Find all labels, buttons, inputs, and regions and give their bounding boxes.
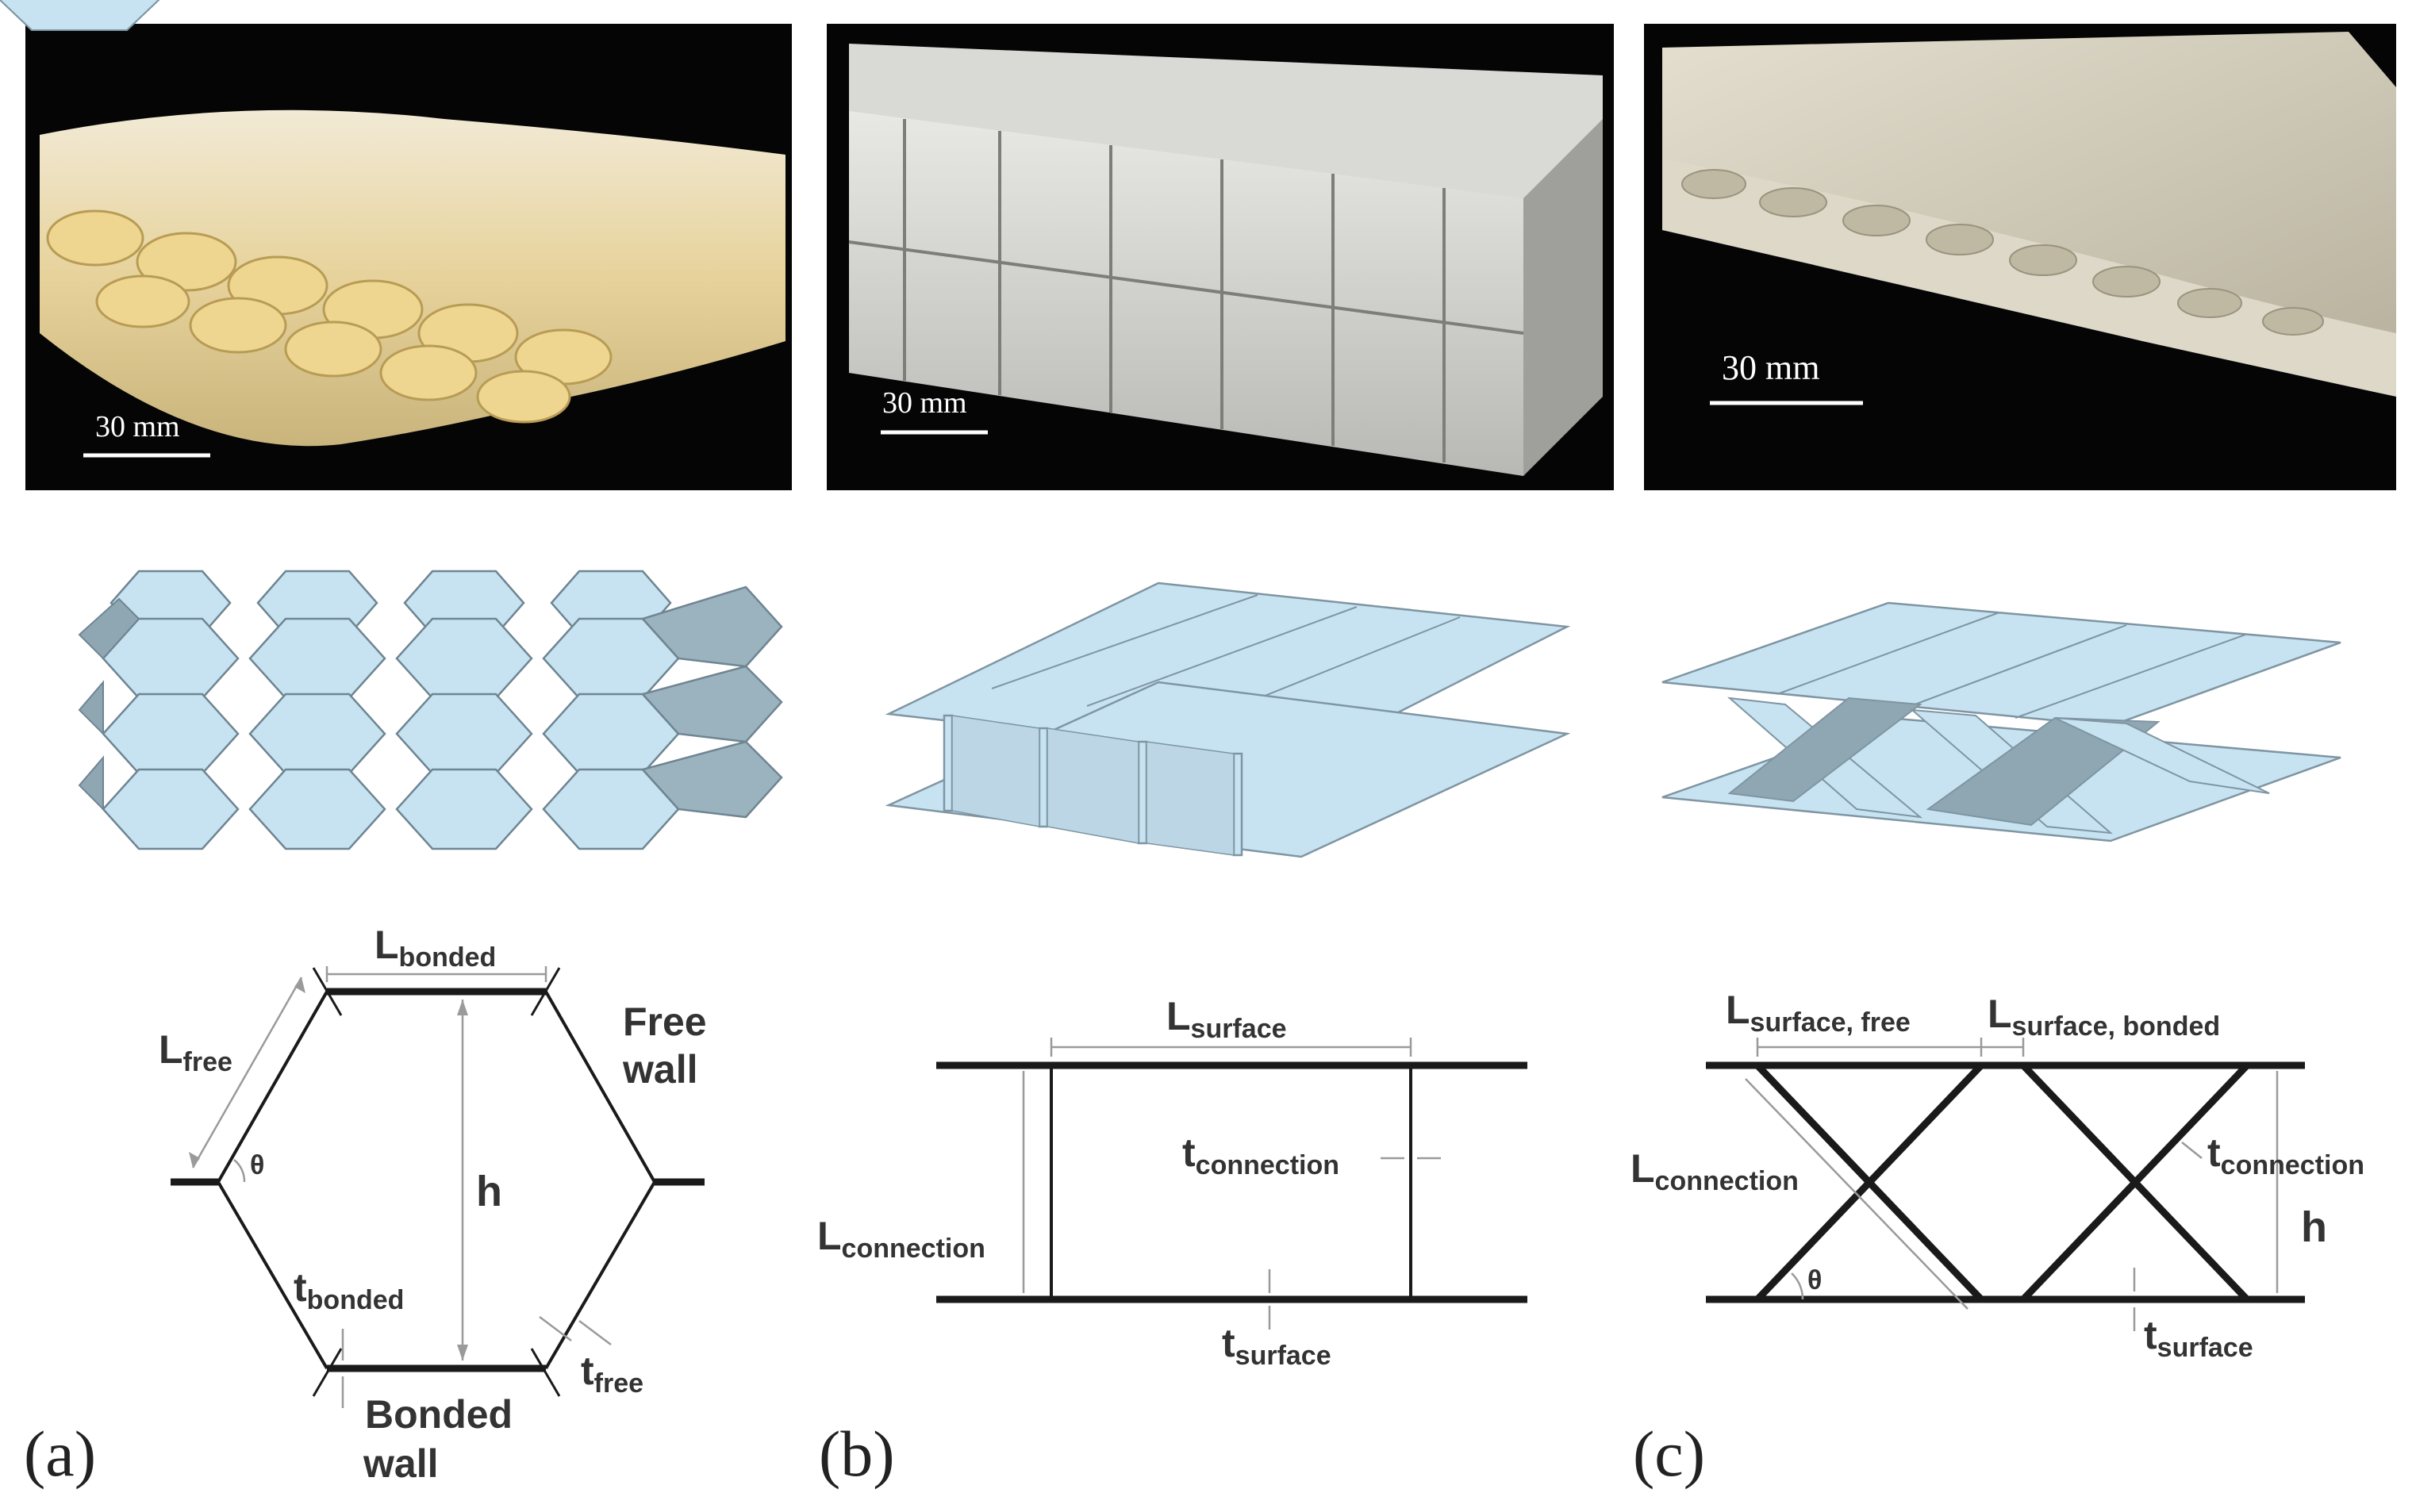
label-l-free: Lfree xyxy=(159,1027,232,1077)
photo-panel-c: 30 mm xyxy=(1644,24,2396,490)
label-l-surface-bonded: Lsurface, bonded xyxy=(1988,992,2220,1042)
photo-panel-b: 30 mm xyxy=(827,24,1614,490)
label-theta-a: θ xyxy=(250,1150,264,1180)
model-honeycomb xyxy=(0,0,783,850)
truss-diagonal-members xyxy=(1754,1062,2250,1303)
hexagon-free-walls xyxy=(217,991,656,1370)
label-l-surface-free: Lsurface, free xyxy=(1726,988,1911,1038)
plate-surfaces xyxy=(936,1061,1527,1303)
hexagon-bonded-walls xyxy=(171,988,705,1372)
scale-label-a: 30 mm xyxy=(95,410,180,443)
label-t-surface-b: tsurface xyxy=(1222,1321,1331,1371)
label-t-surface-c: tsurface xyxy=(2144,1313,2253,1363)
hexagon-column xyxy=(0,0,160,31)
label-h-a: h xyxy=(476,1168,502,1215)
dimension-lines-b xyxy=(1022,1038,1441,1330)
plate-photo-front xyxy=(849,111,1523,476)
model-plate-core xyxy=(885,581,1571,858)
label-t-connection-c: tconnection xyxy=(2207,1130,2364,1180)
scale-label-b: 30 mm xyxy=(882,386,967,420)
section-c: Lsurface, free Lsurface, bonded tconnect… xyxy=(1631,988,2364,1490)
model-truss-core xyxy=(1661,601,2341,842)
label-t-bonded: tbonded xyxy=(294,1265,404,1315)
truss-diagonals xyxy=(1727,697,2270,835)
section-b: Lsurface tconnection Lconnection tsurfac… xyxy=(817,994,1527,1490)
truss-top-sheet xyxy=(1661,601,2341,727)
label-l-bonded: Lbonded xyxy=(374,923,496,973)
label-theta-c: θ xyxy=(1807,1265,1822,1295)
label-l-surface: Lsurface xyxy=(1166,994,1287,1044)
truss-surfaces xyxy=(1706,1061,2305,1303)
label-h-c: h xyxy=(2301,1203,2327,1251)
label-l-connection-b: Lconnection xyxy=(817,1214,985,1264)
foldcore-photo-cells xyxy=(46,209,613,424)
dimension-lines-c xyxy=(1745,1038,2279,1331)
plate-photo-side xyxy=(1523,119,1603,476)
truss-photo-top xyxy=(1662,32,2396,349)
truss-photo-cells xyxy=(1681,169,2324,336)
label-t-free: tfree xyxy=(581,1349,643,1399)
plate-photo-webs xyxy=(848,119,1524,462)
plate-connections xyxy=(1050,1065,1412,1299)
panel-label-b: (b) xyxy=(819,1418,895,1490)
scale-label-c: 30 mm xyxy=(1722,348,1819,387)
label-l-connection-c: Lconnection xyxy=(1631,1146,1799,1196)
panel-label-a: (a) xyxy=(24,1418,96,1490)
label-t-connection-b: tconnection xyxy=(1182,1130,1339,1180)
panel-label-c: (c) xyxy=(1633,1418,1705,1490)
photo-panel-a: 30 mm xyxy=(25,24,792,490)
dimension-lines-a xyxy=(191,966,612,1408)
